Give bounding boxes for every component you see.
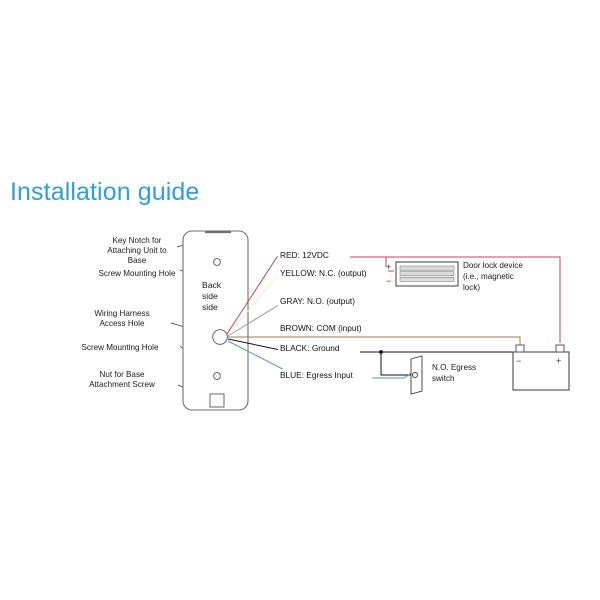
wire-label-yellow: YELLOW: N.C. (output) (278, 267, 388, 278)
wire-label-brown-text: BROWN: COM (input) (280, 323, 362, 333)
wire-label-gray-text: GRAY: N.O. (output) (280, 296, 355, 306)
wire-label-gray: GRAY: N.O. (output) (278, 295, 378, 306)
wire-red-path (226, 256, 561, 343)
back-plate-caption-line3: side (202, 302, 218, 312)
door-lock-bar-2 (399, 271, 455, 277)
wire-label-red: RED: 12VDC (278, 249, 350, 260)
wire-label-brown: BROWN: COM (input) (278, 322, 382, 333)
wire-label-red-bg (278, 249, 350, 260)
wire-yellow (227, 274, 396, 336)
wire-black-branch-egress (380, 352, 411, 376)
door-lock-device: + − (386, 261, 459, 287)
door-lock-bar-3 (399, 276, 455, 282)
power-supply-body (512, 351, 570, 391)
callout-wiring-harness-line2: Access Hole (100, 319, 145, 328)
callout-screw-mounting-hole-top-label: Screw Mounting Hole (99, 269, 176, 278)
reader-back-plate: Back side side (182, 230, 249, 411)
back-plate-caption-line2: side (202, 291, 218, 301)
wire-brown-path (228, 336, 521, 345)
wire-label-blue-bg (278, 369, 372, 380)
power-supply: − + (512, 344, 570, 391)
door-lock-terminal-positive: + (386, 262, 391, 272)
door-lock-bar-1 (399, 265, 455, 271)
wire-label-black: BLACK: Ground (278, 343, 360, 354)
power-supply-terminal-positive: + (556, 356, 561, 366)
power-supply-terminal-negative-post (515, 344, 525, 353)
wire-label-yellow-bg (278, 267, 388, 278)
wire-label-blue: BLUE: Egress Input (278, 369, 372, 380)
wire-label-black-bg (278, 343, 360, 354)
nut-for-base-attachment-screw (209, 393, 225, 408)
wire-label-brown-bg (278, 322, 382, 333)
callout-wiring-harness-line1: Wiring Harness (94, 309, 149, 318)
wire-label-red-text: RED: 12VDC (280, 250, 329, 260)
screw-mounting-hole-top (213, 258, 221, 266)
wire-black-path (227, 338, 513, 353)
wire-brown (228, 336, 521, 345)
callout-key-notch-line2: Attaching Unit to (107, 246, 167, 255)
wire-label-yellow-text: YELLOW: N.C. (output) (280, 268, 367, 278)
power-supply-terminal-negative: − (516, 356, 521, 366)
back-plate-caption-line1: Back (202, 280, 222, 290)
door-lock-label-line3: lock) (463, 283, 480, 292)
power-supply-terminal-positive-post (555, 344, 565, 353)
wire-label-black-text: BLACK: Ground (280, 343, 340, 353)
wire-yellow-path (227, 274, 396, 336)
back-plate-outline (182, 230, 249, 411)
screw-mounting-hole-bottom (213, 372, 221, 380)
wire-label-gray-bg (278, 295, 378, 306)
door-lock-terminal-negative: − (386, 276, 391, 286)
egress-switch: N.O. Egress switch (410, 355, 476, 395)
callout-key-notch-line1: Key Notch for (112, 236, 161, 245)
callout-nut-base-line2: Attachment Screw (89, 380, 155, 389)
callout-screw-mounting-hole-bottom-label: Screw Mounting Hole (82, 343, 159, 352)
page-title: Installation guide (10, 178, 200, 206)
wire-label-blue-text: BLUE: Egress Input (280, 370, 354, 380)
egress-switch-terminal (411, 371, 419, 379)
callout-nut-base-line1: Nut for Base (100, 370, 145, 379)
wire-junction-dot (379, 350, 383, 354)
callout-key-notch-line3: Base (128, 256, 147, 265)
egress-switch-label-line2: switch (432, 374, 455, 383)
door-lock-label-line2: (i.e., magnetic (463, 272, 514, 281)
egress-switch-label-line1: N.O. Egress (432, 363, 476, 372)
door-lock-label-line1: Door lock device (463, 261, 523, 270)
wiring-harness-access-hole (212, 329, 228, 345)
door-lock-label: Door lock device (i.e., magnetic lock) (463, 261, 523, 292)
